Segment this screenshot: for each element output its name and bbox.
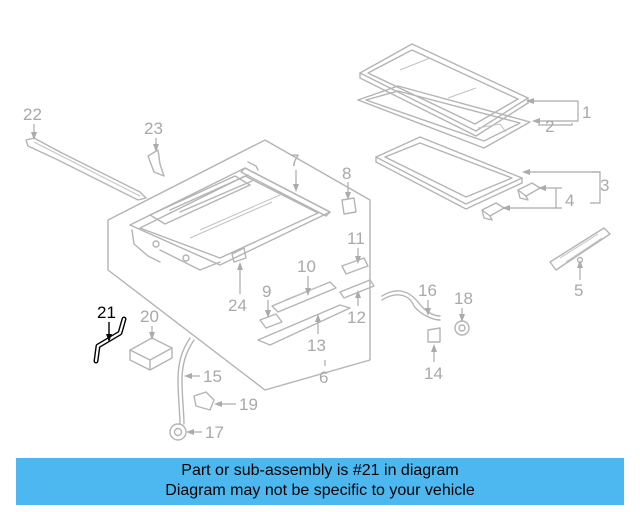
- trim-clip: [147, 149, 165, 177]
- callout-6: 6: [319, 368, 328, 387]
- callout-21: 21: [97, 303, 116, 322]
- parts-diagram: 1 2 3 4 5 6 7 8 9 10 11 12 13 14 15 16 1…: [23, 43, 611, 442]
- callout-17: 17: [205, 423, 224, 442]
- callout-numbers: 1 2 3 4 5 6 7 8 9 10 11 12 13 14 15 16 1…: [23, 103, 609, 442]
- control-unit: [129, 337, 173, 371]
- callout-5: 5: [574, 281, 583, 300]
- part-info-banner: Part or sub-assembly is #21 in diagram D…: [16, 458, 624, 505]
- callout-12: 12: [347, 308, 366, 327]
- callout-14: 14: [424, 364, 443, 383]
- callout-13: 13: [307, 336, 326, 355]
- callout-8: 8: [342, 164, 351, 183]
- callout-22: 22: [23, 105, 42, 124]
- sunshade-frame: [375, 136, 523, 210]
- callout-16: 16: [418, 281, 437, 300]
- banner-part-line: Part or sub-assembly is #21 in diagram: [181, 462, 459, 479]
- drain-hose-21: [93, 316, 127, 364]
- callout-23: 23: [144, 119, 163, 138]
- roof-trim-strip: [25, 137, 147, 201]
- front-drain-hose: [381, 290, 470, 343]
- banner-disclaimer-line: Diagram may not be specific to your vehi…: [165, 482, 475, 499]
- sunroof-glass-panel: [359, 43, 529, 137]
- callout-11: 11: [347, 229, 365, 248]
- callout-19: 19: [239, 395, 258, 414]
- callout-18: 18: [454, 289, 473, 308]
- leader-lines: [31, 98, 601, 435]
- glass-seal: [357, 85, 531, 149]
- callout-15: 15: [203, 367, 222, 386]
- callout-20: 20: [140, 307, 159, 326]
- callout-10: 10: [297, 257, 316, 276]
- wind-deflector: [549, 227, 611, 271]
- frame-housing-assembly: [107, 139, 375, 391]
- callout-4: 4: [565, 191, 574, 210]
- callout-9: 9: [262, 282, 271, 301]
- callout-2: 2: [545, 117, 554, 136]
- callout-7: 7: [290, 151, 299, 170]
- drain-hose-assembly: [169, 337, 215, 441]
- callout-1: 1: [582, 103, 591, 122]
- callout-24: 24: [228, 296, 247, 315]
- callout-3: 3: [600, 176, 609, 195]
